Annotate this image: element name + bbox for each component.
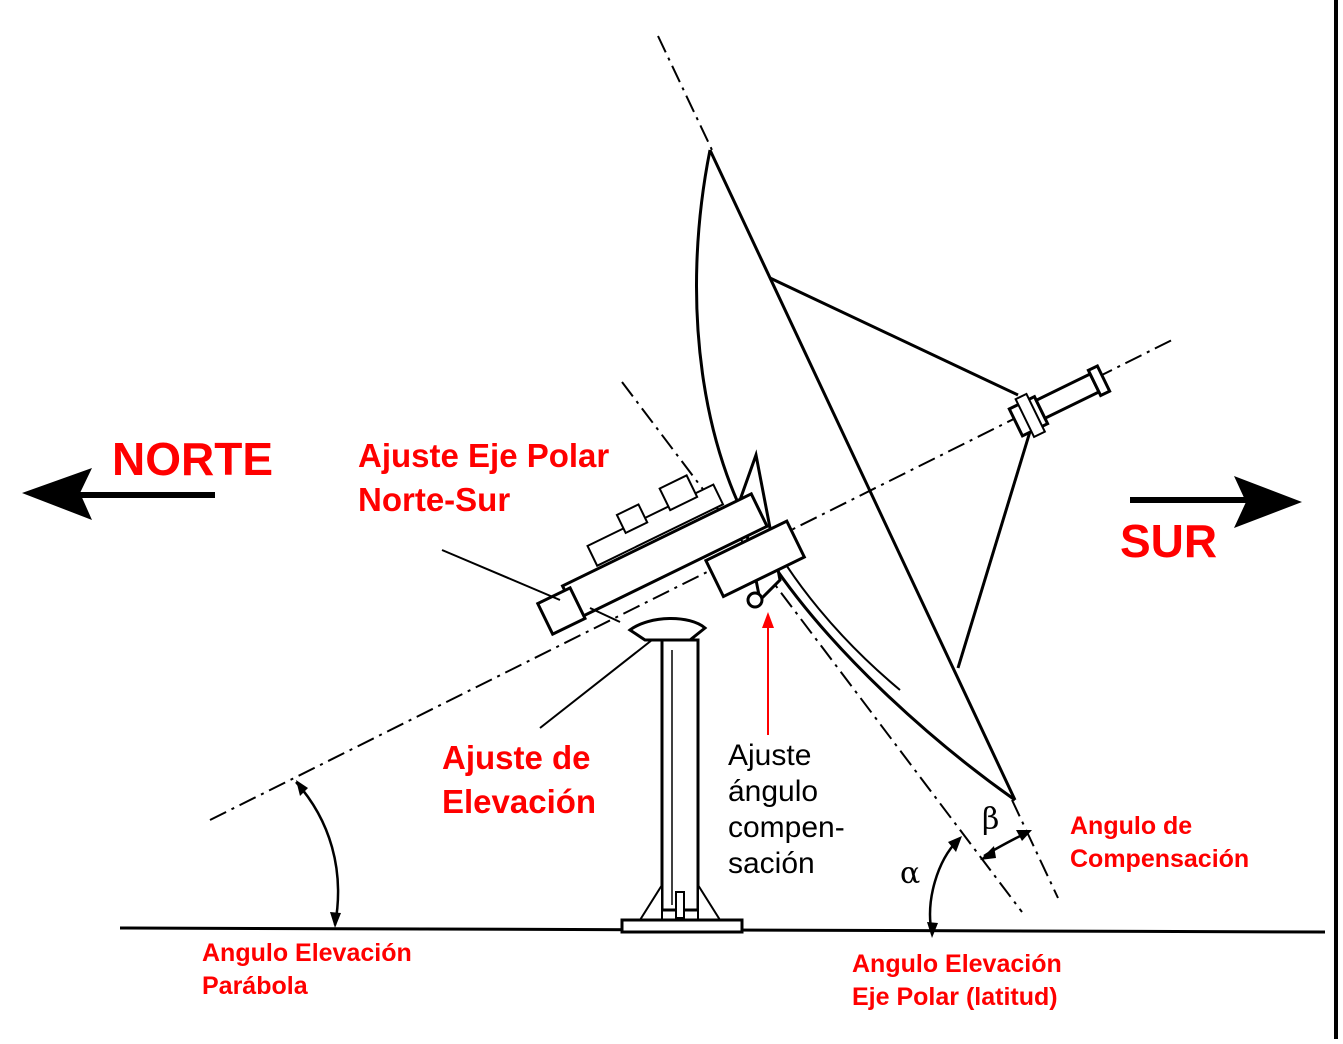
leader-elevation-adjust bbox=[539, 639, 653, 729]
feed-horn bbox=[1007, 363, 1112, 439]
south-label: SUR bbox=[1120, 515, 1218, 567]
feed-strut-bottom bbox=[956, 424, 1034, 669]
dish-back-curve bbox=[695, 149, 1016, 802]
comp-angle-label-line2: Compensación bbox=[1070, 845, 1250, 873]
polar-adjust-label-line1: Ajuste Eje Polar bbox=[358, 437, 610, 474]
polar-elevation-arc-head-bottom bbox=[927, 922, 938, 938]
dish-elevation-arc-head-bottom bbox=[330, 912, 341, 928]
dish-axis-line bbox=[209, 339, 1173, 821]
dish-elevation-arc bbox=[295, 781, 340, 926]
polar-mount-arm bbox=[535, 474, 807, 637]
elevation-cradle bbox=[627, 617, 708, 642]
polar-elevation-arc bbox=[928, 839, 959, 935]
leader-polar-adjust-b bbox=[589, 607, 621, 623]
comp-adjust-label-line3: compen- bbox=[728, 811, 845, 844]
north-arrow-head bbox=[22, 468, 92, 520]
compensation-arc-head-left bbox=[980, 846, 996, 860]
south-arrow-head bbox=[1234, 476, 1302, 528]
compensation-arc-head-right bbox=[1016, 830, 1032, 841]
polar-elevation-label-line2: Eje Polar (latitud) bbox=[852, 983, 1058, 1011]
alpha-symbol: α bbox=[900, 856, 921, 891]
polar-elevation-label-line1: Angulo Elevación bbox=[852, 950, 1062, 978]
dish-rim bbox=[708, 149, 1017, 801]
leader-polar-adjust bbox=[441, 549, 561, 601]
polar-adjust-label-line2: Norte-Sur bbox=[358, 481, 511, 518]
elevation-adjust-label-line2: Elevación bbox=[442, 783, 597, 820]
comp-adjust-label-line4: sación bbox=[728, 847, 815, 880]
comp-adjust-label-line2: ángulo bbox=[728, 775, 819, 808]
comp-angle-label-line1: Angulo de bbox=[1070, 812, 1193, 840]
north-label: NORTE bbox=[112, 433, 273, 485]
dish-face-line-lower bbox=[1011, 799, 1059, 899]
polar-elevation-arc-head-top bbox=[948, 836, 962, 852]
beta-symbol: β bbox=[982, 802, 1000, 837]
polar-axis-line bbox=[621, 381, 1023, 913]
mount-pole bbox=[660, 638, 700, 912]
pole-slot bbox=[675, 891, 685, 919]
dish-elevation-label-line2: Parábola bbox=[202, 972, 308, 1000]
feed-strut-top bbox=[769, 276, 1019, 397]
dish-elevation-label-line1: Angulo Elevación bbox=[202, 939, 412, 967]
base-gusset-left bbox=[638, 881, 663, 921]
elevation-adjust-label-line1: Ajuste de bbox=[442, 739, 591, 776]
base-plate bbox=[620, 918, 744, 934]
leader-comp-adjust-head bbox=[762, 612, 774, 628]
dish-elevation-arc-head-top bbox=[296, 780, 308, 796]
base-gusset-right bbox=[697, 881, 722, 921]
comp-adjust-label-line1: Ajuste bbox=[728, 739, 812, 772]
dish-face-line bbox=[657, 35, 713, 151]
compensation-bolt bbox=[746, 591, 764, 609]
